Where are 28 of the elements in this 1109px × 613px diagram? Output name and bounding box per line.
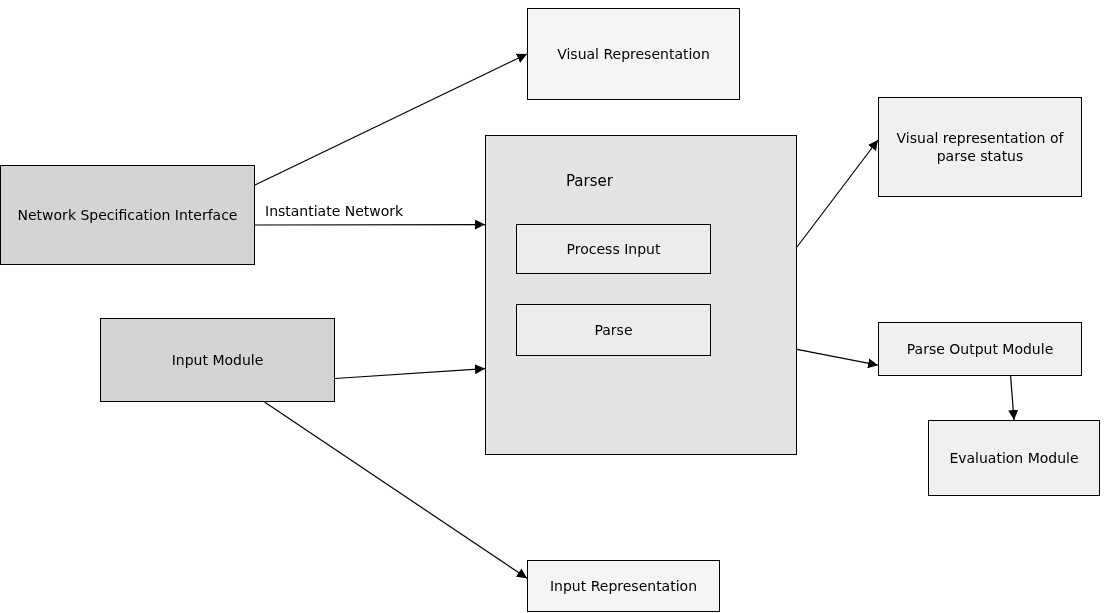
arrow xyxy=(796,139,879,248)
arrow xyxy=(796,348,879,369)
arrow xyxy=(263,401,528,579)
node-label: Visual Representation xyxy=(557,44,710,64)
node-label: Parse Output Module xyxy=(906,339,1054,359)
container-title: Parser xyxy=(566,172,613,192)
node-label: Evaluation Module xyxy=(949,448,1079,468)
interface-box xyxy=(0,165,255,265)
node-label: Process Input xyxy=(566,239,661,259)
node-label: Input Representation xyxy=(550,576,697,596)
output-box xyxy=(527,8,740,100)
node-label: Input Module xyxy=(171,350,264,370)
arrow xyxy=(334,364,486,380)
output-box xyxy=(878,97,1082,197)
module-box xyxy=(928,420,1100,496)
node-label: Parse xyxy=(594,320,633,340)
module-box xyxy=(878,322,1082,376)
node-label: Visual representation of parse status xyxy=(895,128,1065,166)
edge-label: Instantiate Network xyxy=(263,202,406,219)
arrow xyxy=(254,219,486,230)
module-box xyxy=(100,318,335,402)
arrow xyxy=(254,53,528,186)
node-label: Network Specification Interface xyxy=(17,205,238,225)
arrow xyxy=(1008,375,1019,421)
parser-container xyxy=(485,135,797,455)
process-box xyxy=(516,304,711,356)
output-box xyxy=(527,560,720,612)
process-box xyxy=(516,224,711,274)
